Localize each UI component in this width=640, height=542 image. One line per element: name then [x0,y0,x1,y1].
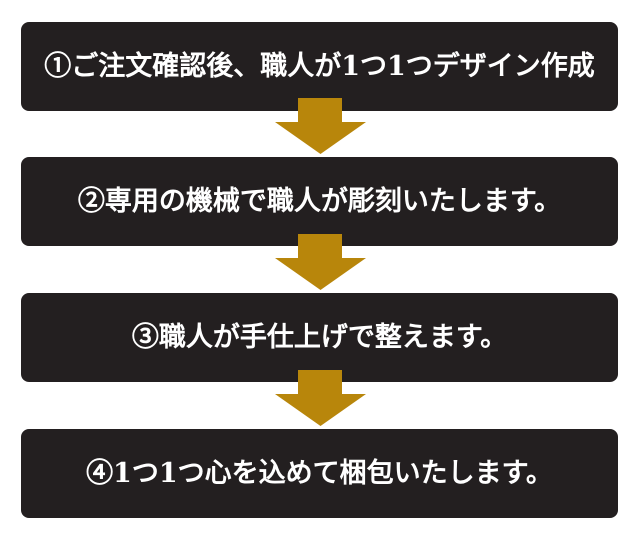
down-arrow-icon [275,234,366,290]
step-label-1: ①ご注文確認後、職人が1つ1つデザイン作成 [44,51,595,82]
down-arrow-shape [275,370,366,426]
step-label-4: ④1つ1つ心を込めて梱包いたします。 [86,458,553,489]
step-box-1: ①ご注文確認後、職人が1つ1つデザイン作成 [21,22,618,111]
step-box-4: ④1つ1つ心を込めて梱包いたします。 [21,429,618,518]
down-arrow-icon [275,370,366,426]
step-box-2: ②専用の機械で職人が彫刻いたします。 [21,157,618,246]
down-arrow-icon [275,98,366,154]
down-arrow-shape [275,98,366,154]
step-box-3: ③職人が手仕上げで整えます。 [21,293,618,382]
down-arrow-shape [275,234,366,290]
step-label-3: ③職人が手仕上げで整えます。 [131,322,508,353]
step-label-2: ②専用の機械で職人が彫刻いたします。 [77,186,562,217]
